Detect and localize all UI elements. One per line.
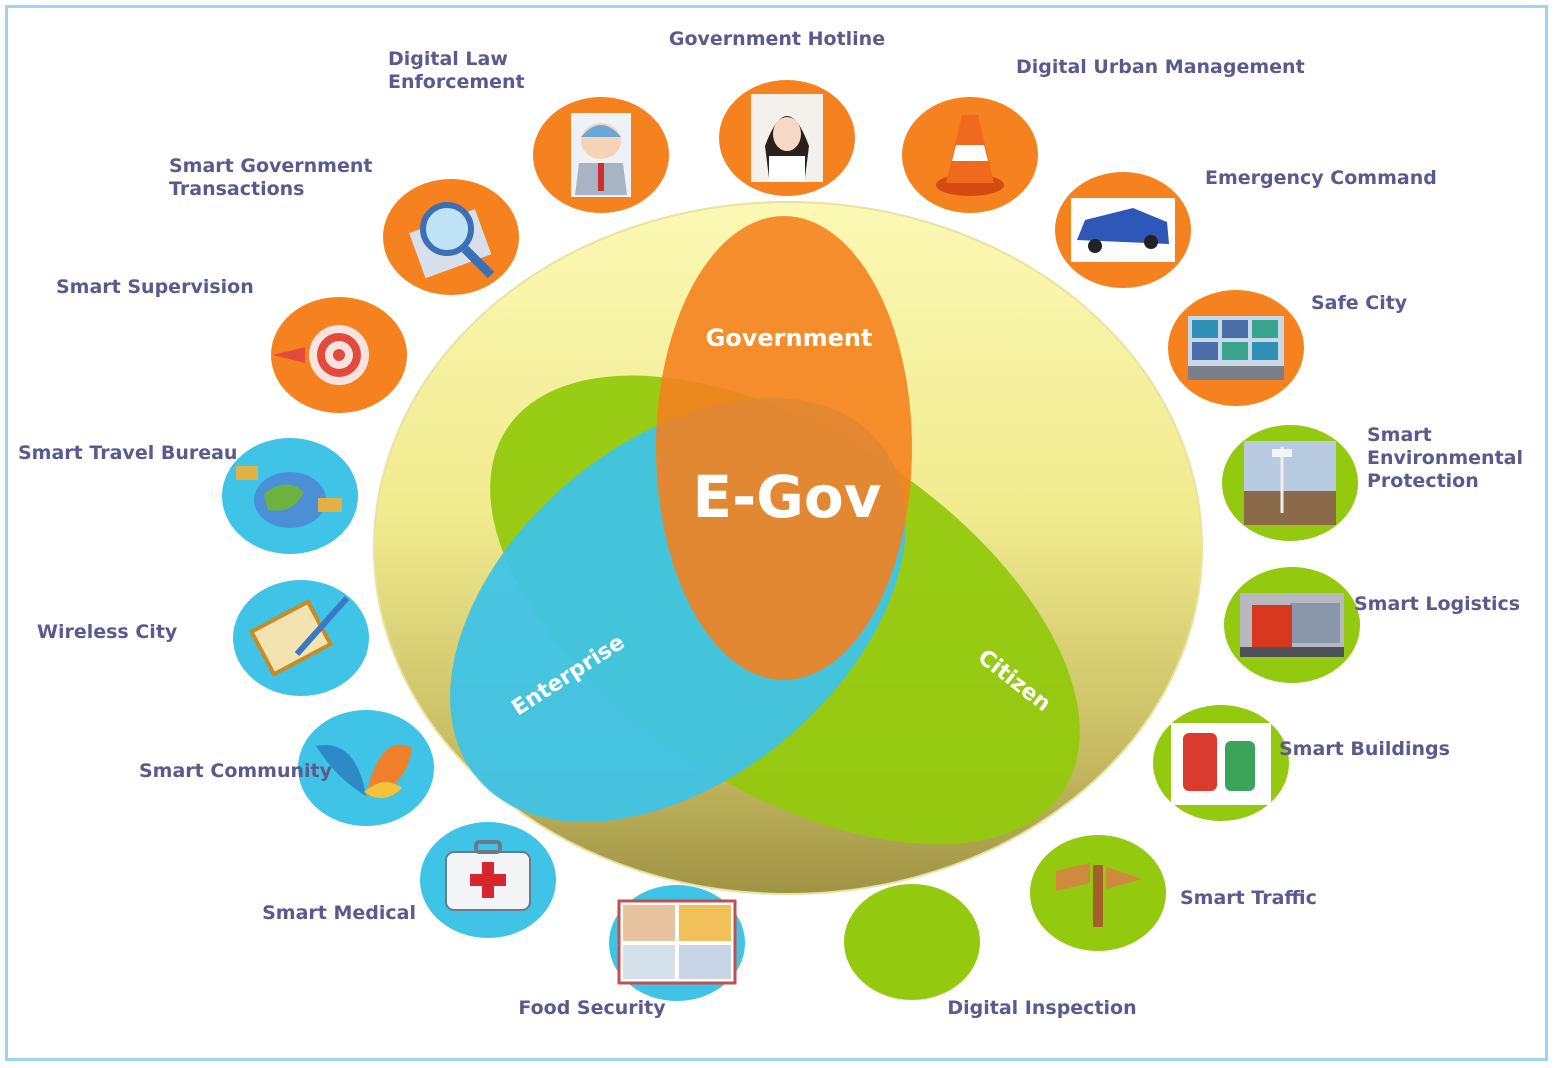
- traffic-cone-icon: [936, 115, 1004, 196]
- service-label: Smart Supervision: [56, 276, 254, 298]
- diagram-border: [5, 5, 1548, 1061]
- signpost-icon: [1056, 863, 1142, 927]
- service-node: Digital Urban Management: [902, 56, 1305, 213]
- food-photos-icon: [617, 899, 737, 985]
- service-node: Smart Medical: [262, 822, 556, 938]
- service-label: Environmental: [1367, 447, 1523, 469]
- service-node: Digital Inspection: [844, 884, 1137, 1019]
- target-icon: [273, 325, 369, 385]
- mailbox-icon: [1171, 723, 1271, 805]
- service-bubble: [844, 884, 980, 1000]
- video-wall-icon: [1188, 316, 1284, 380]
- service-label: Digital Inspection: [947, 997, 1136, 1019]
- service-label: Emergency Command: [1205, 167, 1437, 189]
- service-node: Smart Community: [139, 710, 434, 826]
- service-node: Smart Buildings: [1153, 705, 1450, 821]
- service-node: Smart Travel Bureau: [18, 438, 358, 554]
- truck-icon: [1240, 593, 1344, 657]
- butterfly-icon: [316, 744, 412, 799]
- service-node: Food Security: [518, 885, 745, 1019]
- service-label: Wireless City: [37, 621, 178, 643]
- service-node: Smart Traffic: [1030, 835, 1317, 951]
- first-aid-kit-icon: [445, 840, 531, 911]
- service-node: Wireless City: [37, 580, 369, 696]
- service-label: Government Hotline: [669, 28, 885, 50]
- service-label: Smart: [1367, 424, 1432, 446]
- service-label: Digital Law: [388, 48, 508, 70]
- service-label: Digital Urban Management: [1016, 56, 1305, 78]
- service-node: Government Hotline: [669, 28, 885, 196]
- service-node: Smart Supervision: [56, 276, 407, 413]
- call-center-agent-icon: [751, 94, 823, 182]
- service-label: Food Security: [518, 997, 666, 1019]
- service-label: Smart Community: [139, 760, 333, 782]
- service-label: Smart Medical: [262, 902, 416, 924]
- service-label: Smart Government: [169, 155, 372, 177]
- service-label: Smart Travel Bureau: [18, 442, 237, 464]
- service-label: Protection: [1367, 470, 1479, 492]
- service-node: Safe City: [1168, 290, 1408, 406]
- egov-title: E-Gov: [693, 463, 882, 531]
- government-ellipse: [656, 216, 912, 680]
- clipboard-icon: [248, 596, 350, 677]
- service-label: Safe City: [1311, 292, 1408, 314]
- service-node: Emergency Command: [1055, 167, 1437, 288]
- service-label: Smart Logistics: [1354, 593, 1520, 615]
- service-label: Enforcement: [388, 71, 525, 93]
- service-label: Smart Traffic: [1180, 887, 1317, 909]
- government-label: Government: [706, 324, 873, 352]
- officer-icon: [571, 113, 631, 197]
- service-label: Smart Buildings: [1279, 738, 1450, 760]
- magnifier-icon: [409, 202, 495, 279]
- weather-station-icon: [1244, 441, 1336, 525]
- police-car-icon: [1071, 198, 1175, 262]
- service-bubble: [298, 710, 434, 826]
- service-label: Transactions: [169, 178, 304, 200]
- service-node: Smart Logistics: [1224, 567, 1520, 683]
- globe-icon: [236, 466, 342, 528]
